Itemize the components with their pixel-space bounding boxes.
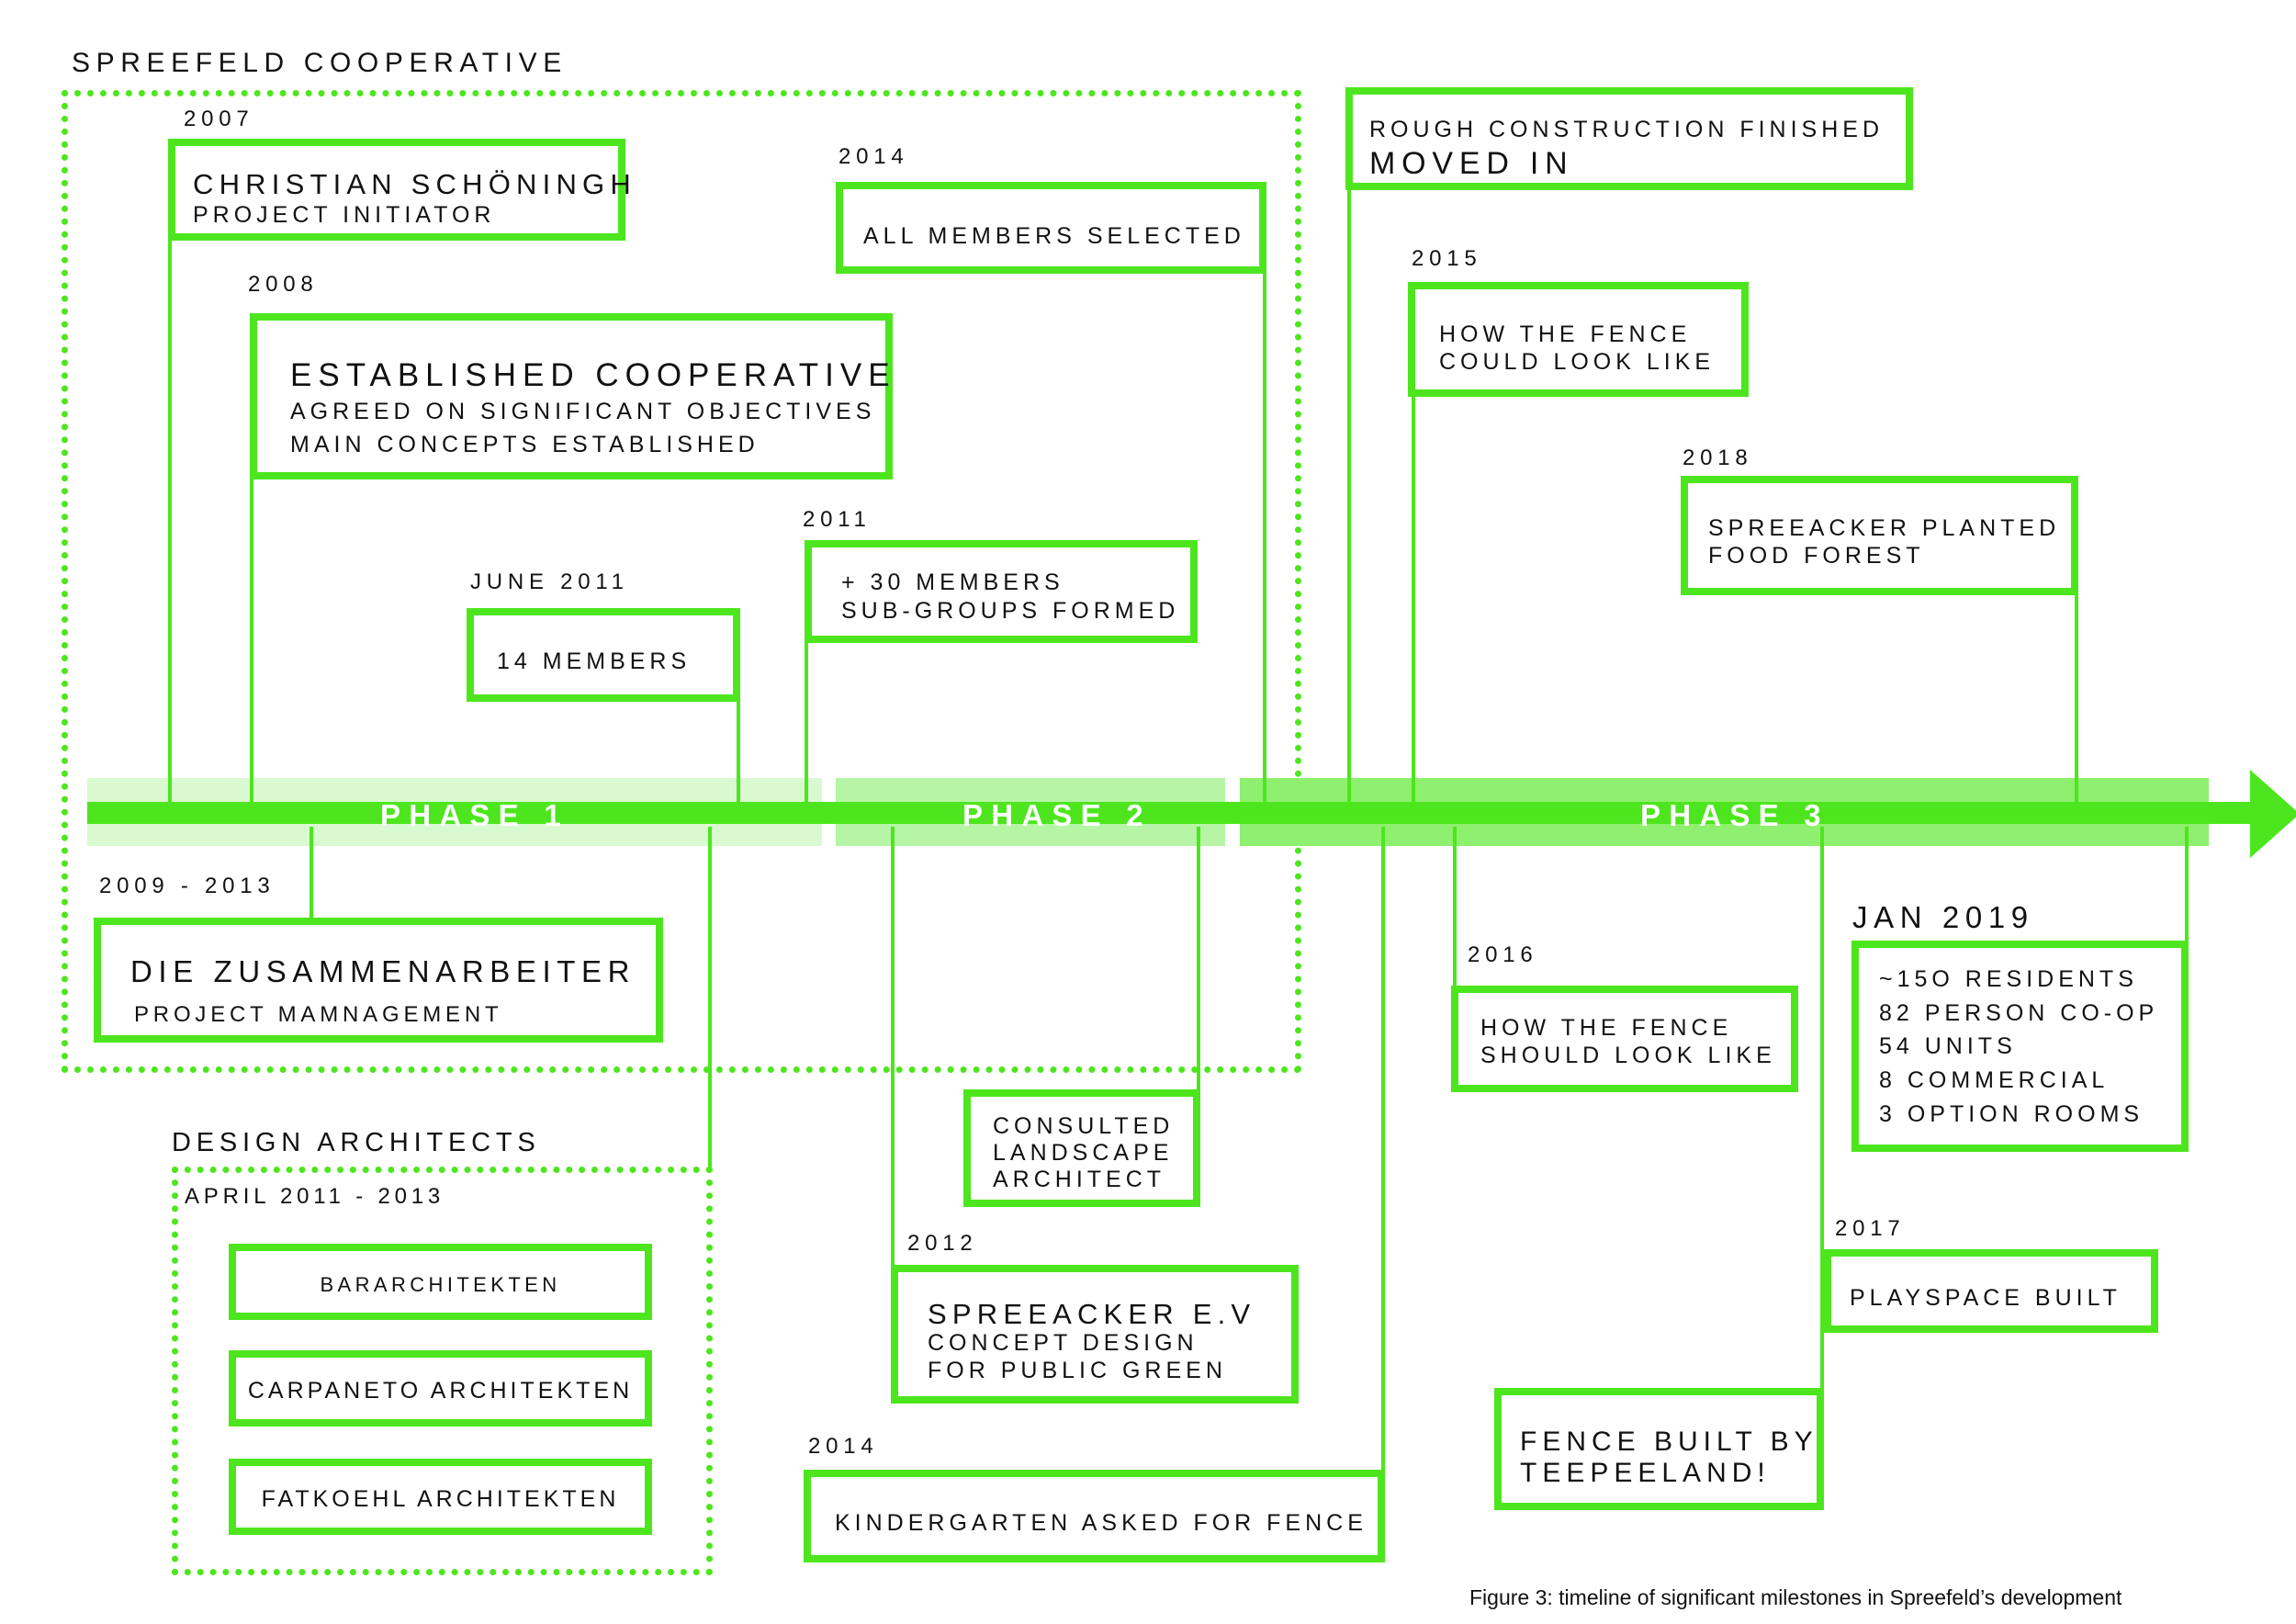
milestone-2007-box: CHRISTIAN SCHÖNINGH PROJECT INITIATOR (168, 139, 631, 241)
date-2015: 2015 (1412, 246, 1482, 271)
date-2014-b: 2014 (808, 1434, 879, 1459)
milestone-fence-built-box: FENCE BUILT BY TEEPEELAND! (1494, 1388, 1824, 1510)
architect-firm-2: CARPANETO ARCHITEKTEN (247, 1378, 634, 1404)
date-2012: 2012 (907, 1231, 978, 1256)
connector-2011 (805, 643, 808, 812)
date-jan-2019: JAN 2019 (1852, 900, 2034, 934)
connector-2017-fence (1820, 827, 1824, 1506)
milestone-2019-box: ~15O RESIDENTS 82 PERSON CO-OP 54 UNITS … (1851, 941, 2189, 1152)
phase-2-label: PHASE 2 (962, 798, 1152, 832)
milestone-2012-line3: FOR PUBLIC GREEN (928, 1358, 1227, 1383)
milestone-2016-line2: SHOULD LOOK LIKE (1480, 1043, 1776, 1068)
architect-firm-3-box: FATKOEHL ARCHITEKTEN (229, 1459, 652, 1535)
milestone-june-2011-box: 14 MEMBERS (467, 608, 740, 702)
milestone-2008-line2: AGREED ON SIGNIFICANT OBJECTIVES (290, 399, 876, 424)
milestone-fence-built-line1: FENCE BUILT BY (1520, 1427, 1818, 1457)
milestone-2018-line1: SPREEACKER PLANTED (1708, 515, 2061, 541)
date-2008: 2008 (248, 272, 319, 297)
milestone-fence-built-line2: TEEPEELAND! (1520, 1458, 1771, 1488)
phase-3-label: PHASE 3 (1640, 798, 1829, 832)
milestone-moved-in-title: MOVED IN (1369, 146, 1574, 181)
milestone-2018-box: SPREEACKER PLANTED FOOD FOREST (1681, 476, 2078, 595)
milestone-2012-line2: CONCEPT DESIGN (928, 1330, 1199, 1356)
connector-2015 (1412, 395, 1415, 812)
date-2017: 2017 (1835, 1216, 1906, 1241)
milestone-june-2011-title: 14 MEMBERS (497, 648, 692, 674)
stat-coop: 82 PERSON CO-OP (1879, 1000, 2159, 1026)
milestone-2008-box: ESTABLISHED COOPERATIVE AGREED ON SIGNIF… (250, 313, 893, 479)
milestone-2014b-title: KINDERGARTEN ASKED FOR FENCE (835, 1510, 1367, 1536)
architect-firm-3: FATKOEHL ARCHITEKTEN (261, 1486, 620, 1512)
connector-landscape (1197, 827, 1200, 1091)
cooperative-group-frame (62, 90, 1301, 1073)
connector-june-2011 (737, 700, 740, 812)
connector-2018 (2075, 593, 2078, 812)
milestone-2007-subtitle: PROJECT INITIATOR (193, 202, 496, 228)
connector-2016 (1453, 827, 1457, 987)
milestone-landscape-line3: ARCHITECT (993, 1167, 1166, 1192)
milestone-2009-subtitle: PROJECT MAMNAGEMENT (134, 1002, 503, 1027)
date-2016: 2016 (1468, 942, 1538, 967)
connector-architects (708, 827, 712, 1168)
milestone-2016-line1: HOW THE FENCE (1480, 1015, 1733, 1041)
milestone-moved-in-subtitle: ROUGH CONSTRUCTION FINISHED (1369, 117, 1884, 142)
architects-group-frame (172, 1167, 713, 1575)
date-2009-2013: 2009 - 2013 (99, 874, 276, 898)
connector-moved-in (1347, 188, 1351, 812)
milestone-2017-title: PLAYSPACE BUILT (1850, 1285, 2122, 1311)
architect-firm-1: BARARCHITEKTEN (320, 1273, 561, 1296)
connector-2014a (1263, 272, 1266, 812)
date-june-2011: JUNE 2011 (470, 570, 629, 594)
milestone-2009-title: DIE ZUSAMMENARBEITER (130, 954, 636, 988)
milestone-2018-line2: FOOD FOREST (1708, 543, 1925, 569)
architects-period: APRIL 2011 - 2013 (185, 1184, 445, 1209)
connector-2007 (168, 241, 172, 812)
milestone-2016-box: HOW THE FENCE SHOULD LOOK LIKE (1451, 986, 1798, 1092)
milestone-landscape-line2: LANDSCAPE (993, 1140, 1174, 1166)
milestone-2008-line3: MAIN CONCEPTS ESTABLISHED (290, 432, 760, 457)
milestone-landscape-box: CONSULTED LANDSCAPE ARCHITECT (963, 1089, 1200, 1207)
connector-2009 (310, 827, 313, 919)
milestone-2014a-box: ALL MEMBERS SELECTED (836, 182, 1266, 274)
architect-firm-1-box: BARARCHITEKTEN (229, 1244, 652, 1320)
date-2007: 2007 (184, 107, 254, 131)
milestone-2009-box: DIE ZUSAMMENARBEITER PROJECT MAMNAGEMENT (94, 918, 663, 1043)
milestone-2011-box: + 30 MEMBERS SUB-GROUPS FORMED (805, 540, 1198, 643)
milestone-2015-line1: HOW THE FENCE (1439, 321, 1692, 347)
stat-commercial: 8 COMMERCIAL (1879, 1067, 2110, 1093)
timeline-arrowhead-icon (2250, 770, 2296, 858)
architects-group-label: DESIGN ARCHITECTS (172, 1128, 541, 1157)
timeline-arrow-shaft (87, 802, 2255, 824)
milestone-2012-title: SPREEACKER E.V (928, 1298, 1256, 1330)
milestone-2012-box: SPREEACKER E.V CONCEPT DESIGN FOR PUBLIC… (891, 1265, 1299, 1404)
phase-1-label: PHASE 1 (380, 798, 569, 832)
milestone-2014a-title: ALL MEMBERS SELECTED (863, 223, 1245, 249)
cooperative-group-label: SPREEFELD COOPERATIVE (72, 48, 568, 78)
milestone-2015-box: HOW THE FENCE COULD LOOK LIKE (1408, 282, 1749, 397)
date-2018: 2018 (1683, 445, 1753, 470)
figure-caption: Figure 3: timeline of significant milest… (1469, 1585, 2122, 1609)
milestone-2011-subtitle: SUB-GROUPS FORMED (841, 598, 1180, 624)
connector-2019 (2185, 827, 2189, 944)
milestone-2008-title: ESTABLISHED COOPERATIVE (290, 357, 896, 393)
stat-units: 54 UNITS (1879, 1033, 2017, 1059)
milestone-moved-in-box: ROUGH CONSTRUCTION FINISHED MOVED IN (1345, 87, 1913, 190)
date-2014-a: 2014 (838, 144, 909, 169)
milestone-2017-box: PLAYSPACE BUILT (1824, 1249, 2158, 1333)
stat-residents: ~15O RESIDENTS (1879, 966, 2138, 992)
connector-2014b (1381, 827, 1385, 1470)
date-2011: 2011 (803, 507, 872, 532)
stat-option-rooms: 3 OPTION ROOMS (1879, 1101, 2144, 1127)
milestone-2011-title: + 30 MEMBERS (841, 570, 1064, 595)
milestone-2014b-box: KINDERGARTEN ASKED FOR FENCE (804, 1470, 1385, 1562)
milestone-landscape-line1: CONSULTED (993, 1113, 1175, 1139)
architect-firm-2-box: CARPANETO ARCHITEKTEN (229, 1350, 652, 1427)
connector-2012 (891, 827, 895, 1268)
milestone-2007-title: CHRISTIAN SCHÖNINGH (193, 168, 636, 200)
milestone-2015-line2: COULD LOOK LIKE (1439, 349, 1716, 375)
connector-2008 (250, 478, 253, 812)
